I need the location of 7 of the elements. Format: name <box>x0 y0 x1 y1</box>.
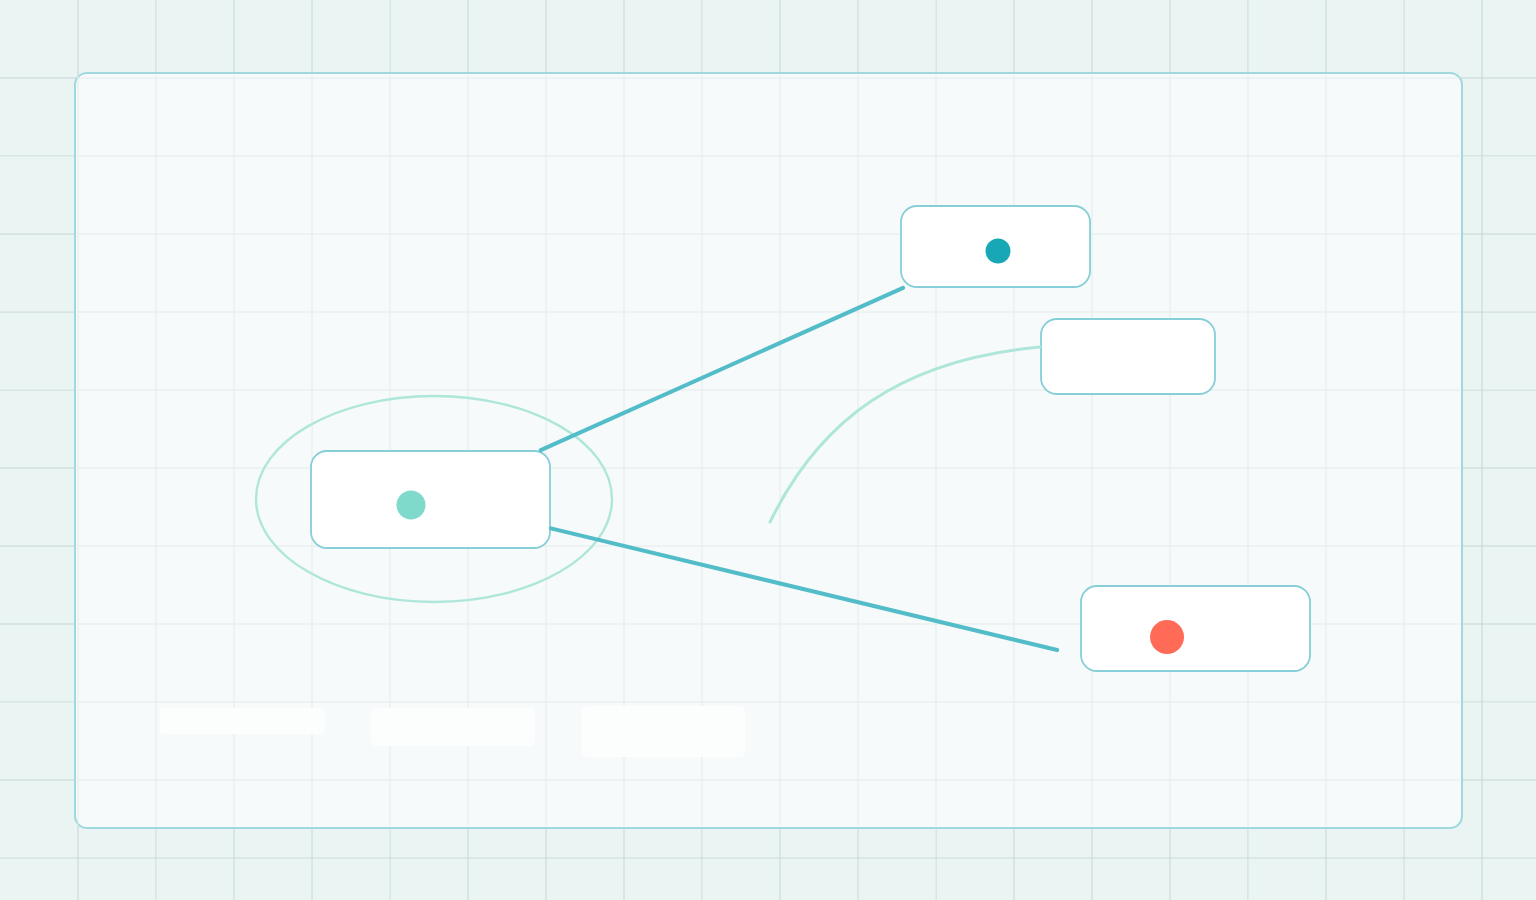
connector-line <box>538 285 906 453</box>
curved-line <box>768 345 1042 524</box>
node-box <box>900 205 1091 288</box>
node-box <box>1080 585 1311 672</box>
node-box <box>1040 318 1216 395</box>
node-box <box>310 450 551 549</box>
connector-line <box>548 526 1060 652</box>
